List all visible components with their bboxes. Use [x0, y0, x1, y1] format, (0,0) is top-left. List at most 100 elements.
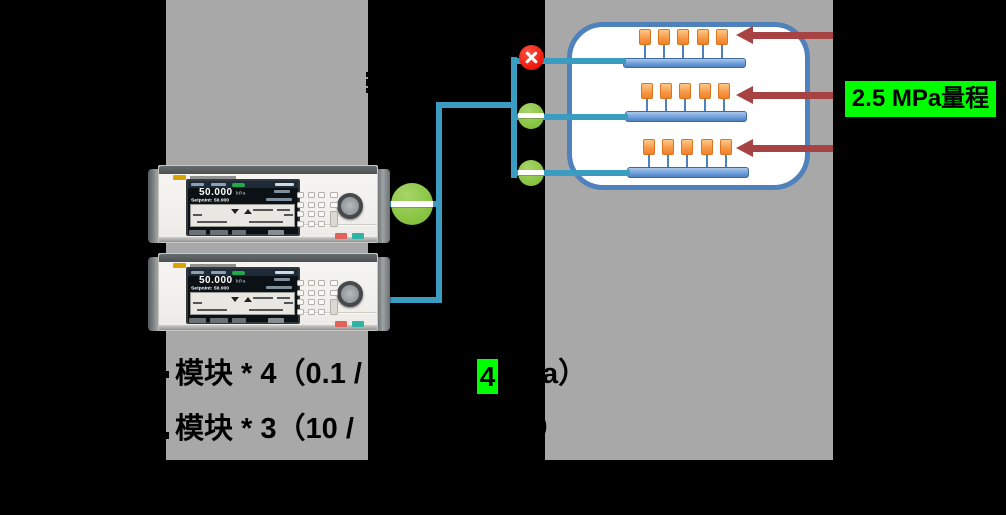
transmitter: [719, 139, 732, 155]
keypad-key: [297, 220, 304, 227]
transmitter-stem: [701, 45, 704, 58]
reading-unit: kPa: [235, 278, 246, 284]
keypad-key: [330, 289, 338, 296]
transmitter: [643, 139, 655, 155]
softkey: [189, 230, 206, 235]
aux-readout: [274, 278, 290, 281]
subpanel-text: [249, 221, 283, 223]
subpanel-text: [253, 209, 273, 211]
rack-ear: [374, 257, 390, 331]
left-arrow-icon: [736, 26, 753, 44]
manifold-rail: [625, 111, 747, 122]
softkey: [268, 230, 284, 235]
transmitter: [662, 139, 675, 155]
left-arrow-icon: [736, 139, 753, 157]
keypad-key: [307, 192, 315, 198]
keypad-key: [330, 299, 338, 315]
open-valve-middle: [518, 103, 544, 129]
pipe-controller2-out: [372, 297, 442, 303]
subpanel-text: [249, 309, 283, 311]
transmitter: [696, 29, 709, 45]
transmitter-stem: [703, 99, 706, 111]
transmitter: [677, 29, 690, 45]
transmitter-stem: [705, 155, 708, 167]
transmitter-stem: [722, 99, 725, 111]
subpanel-text: [277, 209, 290, 211]
increase-icon: [244, 209, 252, 214]
subpanel-text: [284, 302, 293, 304]
transmitter: [639, 29, 651, 45]
top-bezel: [159, 166, 377, 174]
spec-line-2: 模块 * 3（10 /: [175, 413, 354, 445]
text-fragment: [160, 371, 169, 378]
teal-function-button: [352, 321, 364, 327]
transmitter-stem: [663, 45, 666, 58]
teal-function-button: [352, 233, 364, 239]
manifold-rail: [627, 167, 749, 178]
subpanel-text: [277, 297, 290, 299]
manifold-rail: [623, 58, 746, 68]
keypad-key: [318, 308, 325, 315]
transmitter-stem: [686, 155, 689, 167]
keypad-key: [318, 192, 325, 198]
pipe-riser-main: [436, 102, 442, 303]
text-fragment: [366, 72, 370, 77]
setpoint-text: Setpoint: 50.000: [191, 285, 230, 291]
keypad-key: [318, 201, 325, 208]
keypad-key: [318, 211, 325, 217]
keypad-key: [330, 201, 338, 208]
keypad-key: [318, 299, 325, 305]
control-knob: [337, 281, 363, 307]
keypad-key: [307, 280, 315, 286]
keypad-key: [307, 299, 315, 305]
transmitter: [641, 83, 653, 99]
status-text: [211, 271, 226, 274]
status-clock: [275, 271, 294, 274]
keypad-key: [318, 289, 325, 296]
keypad-key: [297, 192, 304, 198]
keypad-key: [297, 299, 304, 305]
status-bar: [188, 181, 298, 188]
keypad-key: [307, 211, 315, 217]
spec-line-2-suffix: ）: [537, 413, 567, 445]
increase-icon: [244, 297, 252, 302]
text-fragment: [160, 432, 169, 439]
subpanel-text: [253, 297, 273, 299]
keypad-key: [330, 192, 338, 198]
keypad-key: [297, 308, 304, 315]
transmitter: [658, 29, 671, 45]
pressure-controller-2: 50.000 kPa Setpoint: 50.000: [148, 253, 390, 333]
pressure-reading: 50.000 kPa: [199, 275, 253, 286]
keypad-key: [307, 220, 315, 227]
bottom-bezel: [159, 325, 377, 330]
status-led: [232, 182, 245, 187]
text-fragment: [366, 88, 369, 93]
bottom-bezel: [159, 237, 377, 242]
valve-stripe-icon: [391, 201, 433, 207]
transmitter-stem: [667, 155, 670, 167]
valve-stripe-icon: [518, 113, 544, 118]
softkey: [210, 318, 228, 323]
keypad-key: [318, 280, 325, 286]
manifold-enclosure: [567, 22, 810, 190]
transmitter: [681, 139, 694, 155]
highlight-4-badge: 4: [477, 359, 498, 394]
transmitter: [715, 29, 728, 45]
transmitter-stem: [644, 45, 646, 58]
aux-readout: [266, 198, 292, 201]
decrease-icon: [231, 297, 239, 302]
reading-unit: kPa: [235, 190, 246, 196]
control-subpanel: [190, 292, 295, 315]
keypad-key: [330, 211, 338, 227]
subpanel-text: [193, 302, 202, 304]
pressure-controller-1: 50.000 kPa Setpoint: 50.000: [148, 165, 390, 245]
status-text: [191, 271, 204, 274]
reading-value: 50.000: [199, 275, 233, 286]
keypad-key: [297, 289, 304, 296]
transmitter: [698, 83, 711, 99]
valve-stripe-icon: [518, 170, 544, 175]
keypad-key: [330, 280, 338, 286]
left-arrow-icon: [736, 86, 753, 104]
rack-ear: [374, 169, 390, 243]
